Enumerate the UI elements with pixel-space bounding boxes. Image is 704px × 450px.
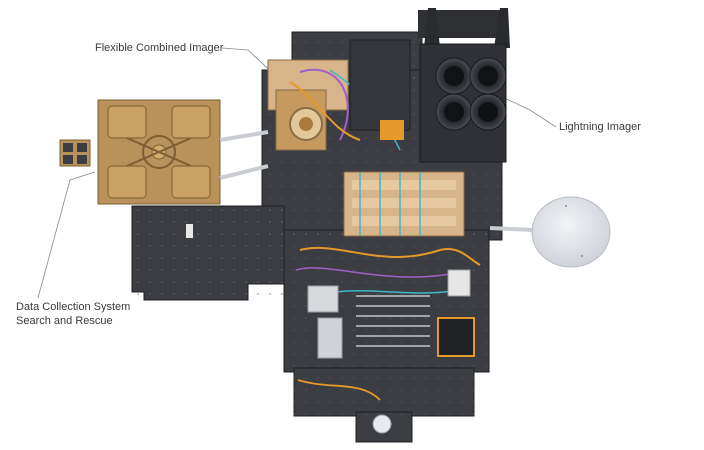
disc-antenna	[489, 196, 611, 268]
dcs-antenna-board	[59, 99, 269, 205]
callout-data-collection-system: Data Collection System Search and Rescue	[16, 300, 130, 328]
harness-area	[295, 171, 481, 434]
lightning-imager	[418, 8, 510, 163]
leader-line-li	[499, 95, 557, 128]
callout-flexible-combined-imager: Flexible Combined Imager	[95, 42, 224, 54]
callout-dcs-line-1: Data Collection System	[16, 301, 131, 313]
leader-line-dcs	[37, 171, 96, 299]
callout-dcs-line-2: Search and Rescue	[16, 315, 113, 327]
callout-lightning-imager: Lightning Imager	[559, 121, 641, 133]
fci-assembly	[267, 39, 411, 151]
